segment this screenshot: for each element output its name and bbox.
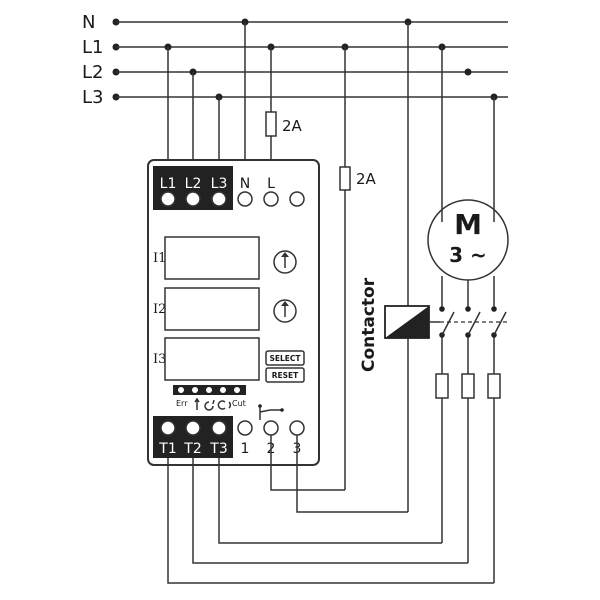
rotation-icon	[217, 400, 232, 410]
wire-t1	[167, 458, 494, 584]
led	[192, 387, 198, 393]
contact-blade	[441, 311, 455, 336]
select-button[interactable]: SELECT	[265, 350, 305, 366]
led	[206, 387, 212, 393]
terminal-label-1: 1	[241, 441, 250, 457]
protection-relay: L1 L2 L3 N L I1 I2 I3 SELECT	[147, 159, 320, 466]
terminal-label-l2: L2	[185, 176, 202, 192]
terminal-label-t2: T2	[183, 441, 201, 457]
terminal-label-t3: T3	[209, 441, 227, 457]
phase-loss-icon	[194, 397, 200, 410]
wire-t3	[218, 458, 442, 544]
display-i1	[164, 236, 260, 280]
motor-symbol: M	[454, 208, 482, 241]
display-i2	[164, 287, 260, 331]
control-fuse-2: 2A	[339, 166, 377, 191]
terminal-screw	[185, 420, 201, 436]
terminal-screw	[211, 191, 227, 207]
terminal-screw	[237, 191, 253, 207]
led-cut	[234, 387, 240, 393]
led-label-cut: Cut	[232, 399, 246, 408]
terminal-screw	[289, 420, 305, 436]
motor-feed-wires	[441, 47, 495, 583]
led	[220, 387, 226, 393]
fuse-2-rating: 2A	[356, 170, 377, 188]
junctions	[164, 18, 498, 101]
setting-knob-icon[interactable]	[273, 250, 297, 274]
terminal-label-n: N	[240, 176, 250, 192]
display-label-i1: I1	[153, 251, 166, 266]
motor-phase: 3 ~	[449, 243, 487, 267]
terminal-screw	[263, 191, 279, 207]
motor: M 3 ~	[427, 199, 509, 281]
wire-relay-2	[270, 435, 345, 491]
reset-button-label: RESET	[272, 371, 299, 380]
terminal-screw	[263, 420, 279, 436]
wire-t2	[192, 458, 468, 564]
output-contact-symbol	[258, 404, 284, 420]
terminal-screw	[185, 191, 201, 207]
terminal-screw	[289, 191, 305, 207]
contactor: Contactor	[359, 277, 510, 372]
bus-label-l1: L1	[82, 37, 103, 58]
setting-knob-icon[interactable]	[273, 299, 297, 323]
supply-wires	[167, 22, 409, 512]
main-fuses	[435, 373, 501, 399]
bus-label-l3: L3	[82, 87, 103, 108]
select-button-label: SELECT	[269, 354, 301, 363]
control-fuse-1: 2A	[265, 111, 303, 137]
led-err	[178, 387, 184, 393]
bus-label-l2: L2	[82, 62, 103, 83]
bus-label-n: N	[82, 12, 95, 33]
led-label-err: Err	[176, 399, 188, 408]
terminal-screw	[160, 191, 176, 207]
junction	[464, 68, 472, 76]
status-leds: Err Cut	[173, 385, 246, 411]
return-wires	[167, 435, 494, 584]
terminal-screw	[160, 420, 176, 436]
terminal-label-l1: L1	[160, 176, 177, 192]
display-label-i3: I3	[153, 352, 166, 367]
reset-button[interactable]: RESET	[265, 367, 305, 383]
terminal-label-l: L	[267, 176, 275, 192]
contactor-label: Contactor	[359, 277, 379, 372]
bus-lines: N L1 L2 L3	[82, 12, 508, 108]
terminal-label-t1: T1	[158, 441, 176, 457]
terminal-screw	[237, 420, 253, 436]
terminal-label-l3: L3	[211, 176, 228, 192]
phase-sequence-icon	[204, 399, 215, 411]
contact-blade	[467, 311, 481, 336]
display-i3	[164, 337, 260, 381]
display-label-i2: I2	[153, 302, 166, 317]
fuse-1-rating: 2A	[282, 117, 303, 135]
contact-blade	[493, 311, 507, 336]
terminal-screw	[211, 420, 227, 436]
wire-relay-3	[296, 435, 408, 513]
